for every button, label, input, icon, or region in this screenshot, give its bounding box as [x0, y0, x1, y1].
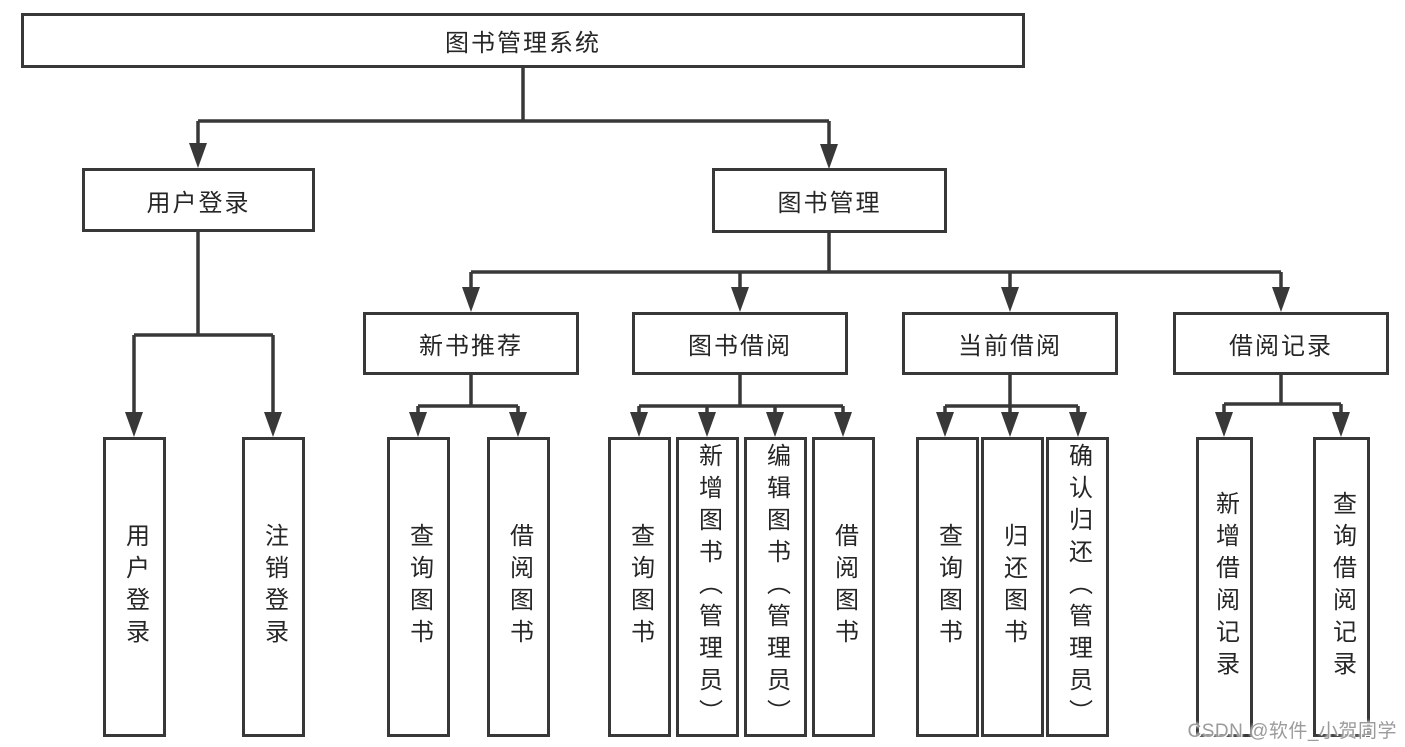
connector-path [132, 68, 1343, 430]
leaf-records-add-record: 新增借阅记录 [1196, 437, 1253, 737]
leaf-borrowing-query-books: 查询图书 [608, 437, 671, 737]
csdn-watermark: CSDN @软件_小贺同学 [1187, 721, 1397, 742]
leaf-logout-login: 注销登录 [242, 437, 305, 737]
leaf-current-return-books: 归还图书 [981, 437, 1044, 737]
node-root: 图书管理系统 [21, 13, 1025, 68]
leaf-borrowing-edit-books-admin: 编辑图书（管理员） [744, 437, 807, 737]
leaf-current-query-books: 查询图书 [916, 437, 979, 737]
leaf-borrowing-borrow-books: 借阅图书 [812, 437, 875, 737]
node-book-management: 图书管理 [712, 168, 947, 233]
node-borrow-records: 借阅记录 [1173, 312, 1389, 375]
leaf-recommend-borrow-books: 借阅图书 [487, 437, 550, 737]
node-new-book-recommend: 新书推荐 [363, 312, 579, 375]
leaf-records-query-record: 查询借阅记录 [1313, 437, 1370, 737]
leaf-recommend-query-books: 查询图书 [387, 437, 450, 737]
node-book-borrowing: 图书借阅 [632, 312, 848, 375]
leaf-borrowing-add-books-admin: 新增图书（管理员） [676, 437, 739, 737]
arrowheads [125, 143, 1350, 437]
leaf-current-confirm-return-admin: 确认归还（管理员） [1046, 437, 1109, 737]
leaf-user-login: 用户登录 [103, 437, 166, 737]
node-current-borrowing: 当前借阅 [902, 312, 1118, 375]
node-user-login: 用户登录 [82, 168, 315, 232]
